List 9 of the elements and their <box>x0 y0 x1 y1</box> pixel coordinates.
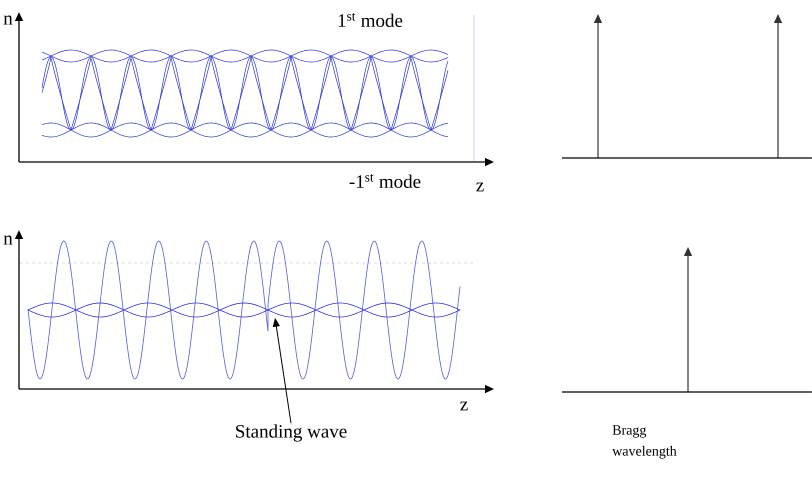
axis-label: z <box>460 402 468 410</box>
standing-wave-curve <box>28 302 460 318</box>
axis-label: n <box>4 16 12 24</box>
mode-label: 1$^{st}$ mode <box>338 13 402 27</box>
callout-text: Standing wave <box>236 424 347 442</box>
mode-label: -1$^{st}$ mode <box>350 174 420 188</box>
wavelength-label: Bragg wavelength <box>612 425 677 459</box>
axis-label: z <box>476 182 484 192</box>
axis-label: n <box>4 236 12 244</box>
